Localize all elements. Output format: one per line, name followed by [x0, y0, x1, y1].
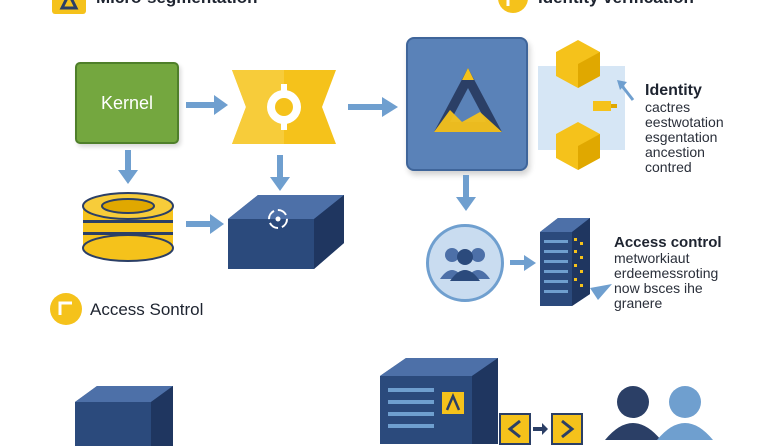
identity-line: cactres	[645, 99, 691, 115]
access-control-line: metworkiaut	[614, 250, 690, 266]
segment-gear-node	[232, 70, 336, 144]
access-control-line: granere	[614, 295, 663, 311]
access-control-line: now bsces ihe	[614, 280, 703, 296]
pointer-arrow-icon	[617, 80, 635, 101]
arrow-down-icon	[270, 155, 290, 191]
identity-heading: Identity	[645, 82, 702, 99]
arrow-down-icon	[118, 150, 138, 184]
gear-icon	[267, 84, 301, 130]
micro-segmentation-header: Micro-segmentation	[52, 0, 312, 14]
database-disk-icon	[82, 192, 174, 262]
warning-icon	[52, 0, 86, 14]
kernel-label: Kernel	[100, 92, 154, 113]
identity-line: contred	[645, 159, 692, 175]
user-group-node	[426, 224, 504, 302]
identity-line: eestwotation	[645, 114, 724, 130]
access-control-text-block: Access control metworkiaut erdeemessroti…	[614, 234, 722, 311]
badge-icon	[50, 293, 82, 325]
badge-icon	[498, 0, 528, 13]
key-icon	[593, 101, 617, 111]
cube-icon	[556, 40, 600, 88]
delta-logo-icon	[434, 68, 502, 132]
arrow-down-icon	[456, 175, 476, 211]
arrow-right-icon	[186, 214, 224, 234]
access-control-line: erdeemessroting	[614, 265, 719, 281]
server-rack-icon	[380, 358, 498, 444]
kernel-node: Kernel	[75, 62, 179, 144]
identity-text-block: Identity cactres eestwotation esgentatio…	[645, 82, 724, 175]
identity-verification-header: Identity verification	[498, 0, 758, 14]
cube-icon	[556, 122, 600, 170]
network-switch-node	[228, 195, 344, 269]
users-icon	[440, 248, 490, 281]
server-tower-icon	[540, 218, 612, 306]
arrow-right-icon	[186, 95, 228, 115]
arrow-right-icon	[510, 255, 536, 271]
identity-line: ancestion	[645, 144, 705, 160]
sync-icon	[268, 209, 288, 229]
access-control-heading: Access control	[614, 234, 722, 251]
identity-provider-node	[406, 37, 528, 171]
identity-line: esgentation	[645, 129, 718, 145]
identity-verification-title: Identity verification	[538, 0, 694, 8]
micro-segmentation-title: Micro-segmentation	[96, 0, 258, 8]
access-sontrol-label: Access Sontrol	[90, 300, 204, 319]
server-box-icon	[75, 386, 173, 446]
users-pair-icon	[605, 386, 713, 440]
arrow-right-icon	[348, 97, 398, 117]
identity-cubes-panel	[538, 40, 625, 170]
